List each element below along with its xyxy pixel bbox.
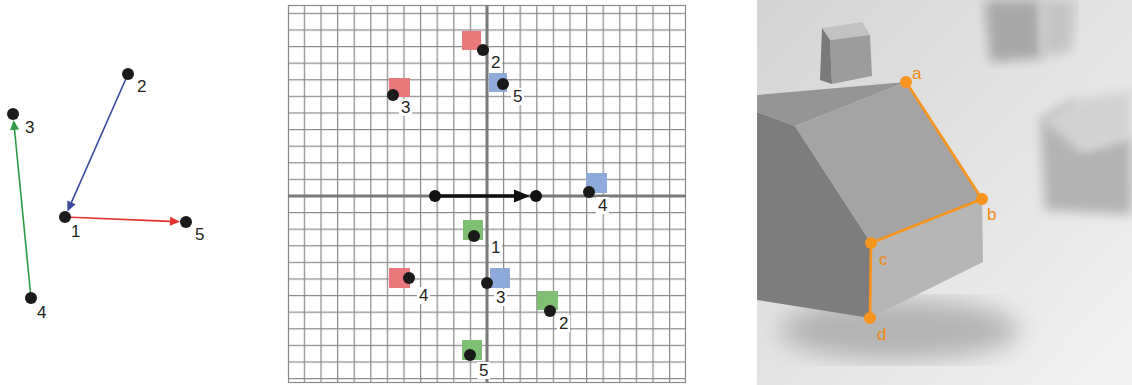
corner-dot: c: [865, 237, 877, 249]
point-label: 1: [71, 223, 80, 240]
corner-dot: d: [864, 312, 876, 324]
point-label: 5: [477, 362, 490, 379]
point-dot: [481, 277, 493, 289]
connector: [870, 249, 872, 312]
point-label: 3: [494, 289, 507, 306]
point-dot: [403, 272, 415, 284]
point-dot: 4: [25, 292, 37, 304]
point-dot: 5: [180, 216, 192, 228]
arrow-head: [170, 217, 180, 226]
connector: [71, 217, 180, 226]
block: [1040, 90, 1132, 150]
photo-ground: [757, 0, 1132, 385]
point-dot: 1: [59, 211, 71, 223]
connector: [909, 87, 978, 194]
point-label: b: [987, 206, 996, 223]
connector: [10, 120, 30, 292]
point-dot: 2: [122, 68, 134, 80]
blue-cell: [490, 268, 510, 288]
point-label: 4: [417, 287, 430, 304]
point-dot: [387, 89, 399, 101]
point-label: 5: [195, 226, 204, 243]
grid: [288, 5, 686, 383]
point-dot: [583, 186, 595, 198]
arrow-head: [10, 120, 19, 130]
point-dot: [477, 44, 489, 56]
connector-line: [877, 201, 977, 241]
chimney: [820, 28, 832, 84]
point-label: 1: [489, 239, 502, 256]
corner-dot: a: [900, 76, 912, 88]
point-label: 2: [137, 78, 146, 95]
connector: [877, 201, 977, 241]
green-cell: [462, 340, 482, 360]
point-label: c: [879, 251, 888, 268]
point-label: 2: [489, 54, 502, 71]
connector-line: [15, 130, 31, 292]
translation-vector: [435, 194, 516, 198]
connector: [67, 79, 125, 211]
house-wall: [870, 199, 983, 318]
corner-dot: b: [976, 193, 988, 205]
point-label: 2: [557, 315, 570, 332]
connector-line: [869, 249, 872, 312]
vector-dot: [530, 190, 542, 202]
point-label: 5: [511, 88, 524, 105]
point-dot: [464, 349, 476, 361]
grid-border: [289, 6, 686, 383]
point-label: a: [912, 65, 921, 82]
arrow-head: [67, 201, 75, 212]
point-dot: [468, 230, 480, 242]
vector-dot: [429, 190, 441, 202]
point-label: d: [877, 326, 886, 343]
point-dot: 3: [7, 108, 19, 120]
point-label: 4: [37, 304, 46, 321]
horizontal-axis: [288, 195, 686, 198]
point-label: 3: [399, 99, 412, 116]
connector-line: [909, 87, 978, 194]
point-dot: [497, 78, 509, 90]
connector-line: [71, 79, 125, 202]
block: [985, 0, 1042, 62]
connector-line: [71, 217, 170, 221]
chimney: [830, 35, 872, 84]
block: [1040, 0, 1075, 58]
point-label: 4: [596, 197, 609, 214]
grid-ground: [288, 5, 686, 383]
point-dot: [544, 305, 556, 317]
arrow-head: [514, 190, 530, 203]
point-label: 3: [25, 119, 34, 136]
